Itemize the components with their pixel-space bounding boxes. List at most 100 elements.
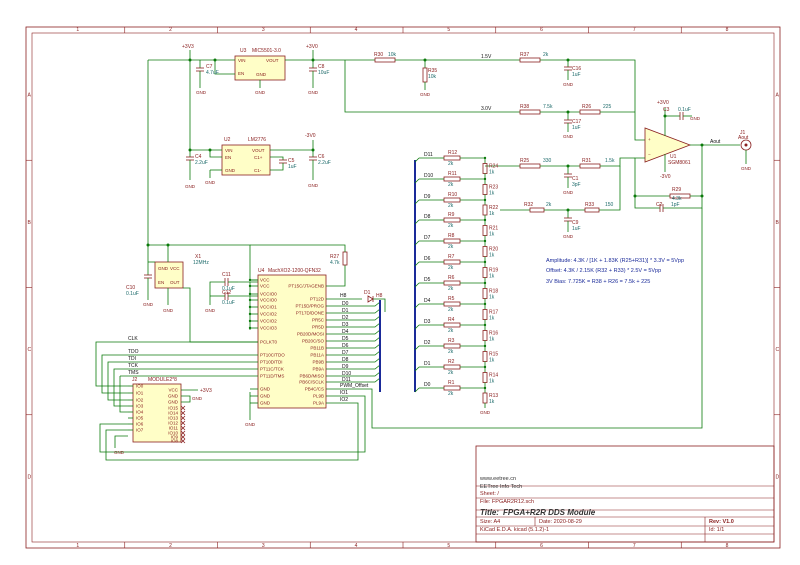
u4-pin-left: PT10C/TDO xyxy=(260,353,285,358)
tb-website: www.eetree.cn xyxy=(479,476,516,482)
ladder-1k-ref: R15 xyxy=(489,352,498,358)
tb-sheet: Sheet: / xyxy=(480,491,499,497)
net-clk: CLK xyxy=(128,336,138,342)
svg-text:0.1uF: 0.1uF xyxy=(222,286,235,292)
svg-text:GND: GND xyxy=(205,308,216,313)
u4-pin-right: PB11B xyxy=(310,346,324,351)
svg-text:VIN: VIN xyxy=(238,58,246,63)
ladder-2k-resistor xyxy=(443,322,461,328)
j2-pin-right: GND xyxy=(168,394,179,399)
svg-text:VIN: VIN xyxy=(225,148,233,153)
u4-pin-left: PT10D/TDI xyxy=(260,360,283,365)
ladder-1k-ref: R16 xyxy=(489,331,498,337)
p3v0-label: +3V0 xyxy=(306,44,318,50)
ladder-2k-value: 2k xyxy=(448,286,454,292)
u4-pin-right: PR5C xyxy=(312,318,325,323)
ladder-2k-resistor xyxy=(443,280,461,286)
r38-resistor xyxy=(519,109,541,115)
svg-text:EN: EN xyxy=(158,280,164,285)
r30-resistor xyxy=(374,57,396,63)
u4-pin-right: PB9A xyxy=(312,367,324,372)
ladder-1k-value: 1k xyxy=(489,211,495,217)
u4-fpga: U4 MachXO2-1200-QFN32 VCCVCCVCCIO0VCCIO0… xyxy=(257,268,327,409)
svg-text:C5: C5 xyxy=(288,158,295,164)
svg-text:LM2776: LM2776 xyxy=(248,137,266,143)
j2-pin-left: IO2 xyxy=(136,398,144,403)
svg-text:TCK: TCK xyxy=(128,363,139,369)
c4-capacitor: C4 2.2uF GND xyxy=(185,150,208,189)
u4-pin-right: PR5D xyxy=(312,325,325,330)
tb-rev: Rev: V1.0 xyxy=(709,519,734,525)
svg-text:-3V0: -3V0 xyxy=(660,174,671,180)
svg-text:U4: U4 xyxy=(258,268,265,274)
svg-text:GND: GND xyxy=(158,266,169,271)
svg-text:C4: C4 xyxy=(195,154,202,160)
u4-pin-right: PT17D/DONE xyxy=(296,311,324,316)
svg-text:GND: GND xyxy=(196,90,207,95)
svg-text:GND: GND xyxy=(205,180,216,185)
svg-text:2.2uF: 2.2uF xyxy=(195,160,208,166)
ladder-1k-value: 1k xyxy=(489,358,495,364)
frame-col-bottom-5: 5 xyxy=(447,543,450,549)
ladder-1k-ref: R20 xyxy=(489,247,498,253)
svg-text:GND: GND xyxy=(420,92,431,97)
svg-text:1uF: 1uF xyxy=(572,125,581,131)
svg-text:Aout: Aout xyxy=(738,135,749,141)
frame-col-bottom-4: 4 xyxy=(355,543,358,549)
ladder-2k-value: 2k xyxy=(448,307,454,313)
svg-text:225: 225 xyxy=(603,104,612,110)
tb-tool: KiCad E.D.A. kicad (5.1.2)-1 xyxy=(480,527,549,533)
ladder-1k-resistor xyxy=(482,288,488,299)
svg-text:R35: R35 xyxy=(428,68,437,74)
svg-text:150: 150 xyxy=(605,202,614,208)
ladder-d11: D11 xyxy=(424,152,433,158)
ladder-2k-ref: R11 xyxy=(448,171,457,177)
ladder-1k-ref: R24 xyxy=(489,164,498,170)
ladder-2k-ref: R6 xyxy=(448,275,455,281)
svg-text:2.2uF: 2.2uF xyxy=(318,160,331,166)
ladder-2k-value: 2k xyxy=(448,391,454,397)
svg-text:2k: 2k xyxy=(546,202,552,208)
svg-text:12MHz: 12MHz xyxy=(193,260,209,266)
svg-text:1.5k: 1.5k xyxy=(605,158,615,164)
ladder-d0: D0 xyxy=(424,382,431,388)
svg-text:C1: C1 xyxy=(572,176,579,182)
ladder-1k-resistor xyxy=(482,246,488,257)
ladder-1k-ref: R22 xyxy=(489,205,498,211)
svg-text:4.7k: 4.7k xyxy=(330,260,340,266)
r35-resistor xyxy=(422,67,428,83)
frame-row-right-A: A xyxy=(776,93,780,99)
ladder-1k-resistor xyxy=(482,351,488,362)
ladder-d10: D10 xyxy=(424,173,433,179)
ladder-1k-resistor xyxy=(482,225,488,236)
ladder-2k-ref: R5 xyxy=(448,296,455,302)
j2-pin-right: GND xyxy=(168,400,179,405)
frame-col-4: 4 xyxy=(355,27,358,33)
r37-resistor xyxy=(519,57,541,63)
ladder-2k-value: 2k xyxy=(448,182,454,188)
ladder-2k-ref: R12 xyxy=(448,150,457,156)
tb-file: File: FPGAR2R12.sch xyxy=(480,499,534,505)
svg-text:GND: GND xyxy=(563,190,574,195)
u4-pin-left: VCC xyxy=(260,284,270,289)
ladder-2k-value: 2k xyxy=(448,265,454,271)
svg-text:1uF: 1uF xyxy=(572,72,581,78)
svg-text:R26: R26 xyxy=(582,104,591,110)
svg-text:4.7uF: 4.7uF xyxy=(206,70,219,76)
svg-text:C10: C10 xyxy=(126,285,135,291)
ladder-2k-ref: R9 xyxy=(448,212,455,218)
u4-pin-right: PB9B xyxy=(312,360,324,365)
tb-id: Id: 1/1 xyxy=(709,527,724,533)
frame-row-B: B xyxy=(28,220,32,226)
svg-text:H8: H8 xyxy=(340,293,347,299)
frame-col-bottom-2: 2 xyxy=(169,543,172,549)
note-amplitude: Amplitude: 4.3K / [1K + 1.83K (R25+R31)]… xyxy=(546,258,684,264)
u4-pin-left: GND xyxy=(260,387,271,392)
svg-text:7.5k: 7.5k xyxy=(543,104,553,110)
j2-pin-right: IO14 xyxy=(168,411,178,416)
ladder-1k-resistor xyxy=(482,372,488,383)
j2-pin-right: IO8 xyxy=(171,439,179,444)
note-bias: 3V Bias: 7.725K = R38 + R26 = 7.5k + 225 xyxy=(546,279,650,285)
u4-pin-left: VCCIO0 xyxy=(260,292,277,297)
